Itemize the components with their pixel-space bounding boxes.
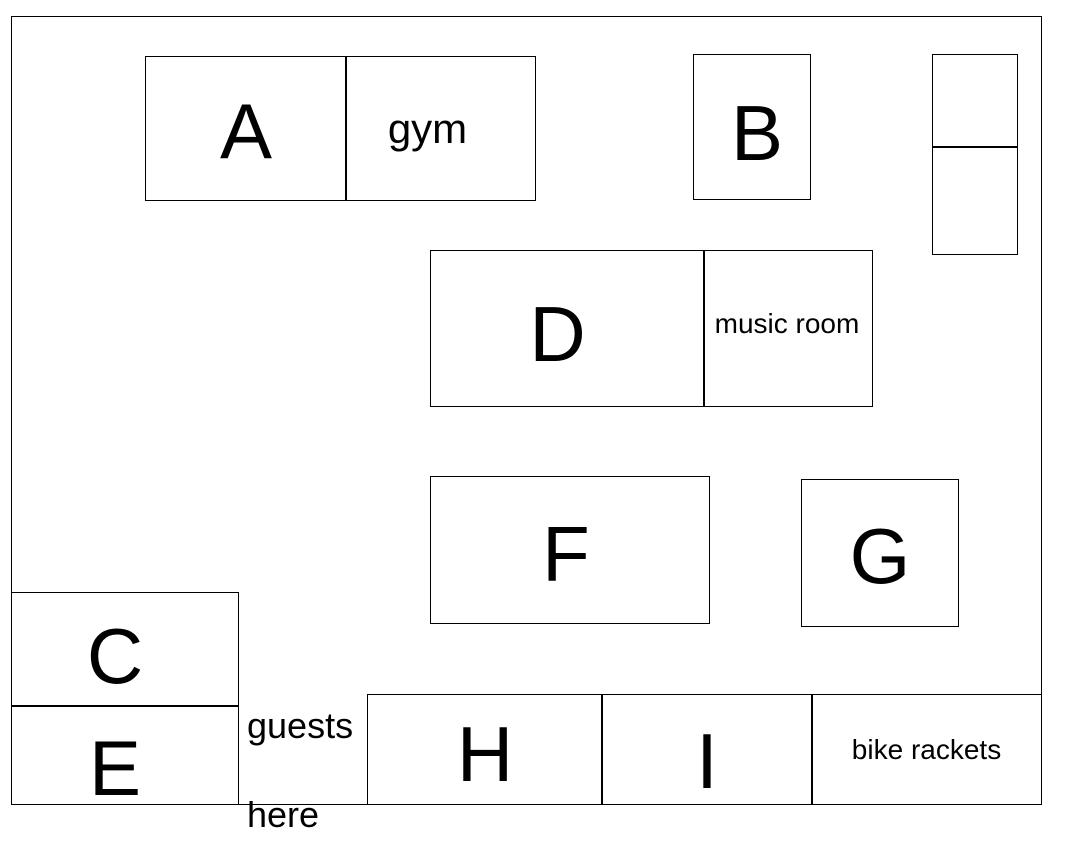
gym-label: gym [387,104,468,152]
room-a-box [145,56,347,201]
room-a-label: A [219,87,273,175]
room-h-label: H [456,709,514,798]
unlabeled-room-top [932,54,1018,148]
unlabeled-room-bottom [932,146,1018,255]
music-room-label: music room [714,308,860,339]
room-d-box [430,250,705,407]
guests-note: guests [247,705,354,746]
here-note: here [247,794,320,835]
gym-box [345,56,536,201]
room-b-box [693,54,811,200]
room-i-label: I [696,716,718,805]
room-b-label: B [730,89,784,177]
room-f-label: F [542,510,590,598]
room-i-box [601,694,813,805]
room-e-label: E [88,724,142,812]
bike-rackets-box [811,694,1042,805]
room-h-box [367,694,603,805]
bike-rackets-label: bike rackets [851,733,1002,765]
room-c-box [11,592,239,707]
room-e-box [11,705,239,805]
room-c-label: C [86,611,144,700]
room-g-box [801,479,959,627]
room-d-label: D [529,289,586,378]
room-f-box [430,476,710,624]
room-g-label: G [849,512,911,600]
music-room-box [703,250,873,407]
